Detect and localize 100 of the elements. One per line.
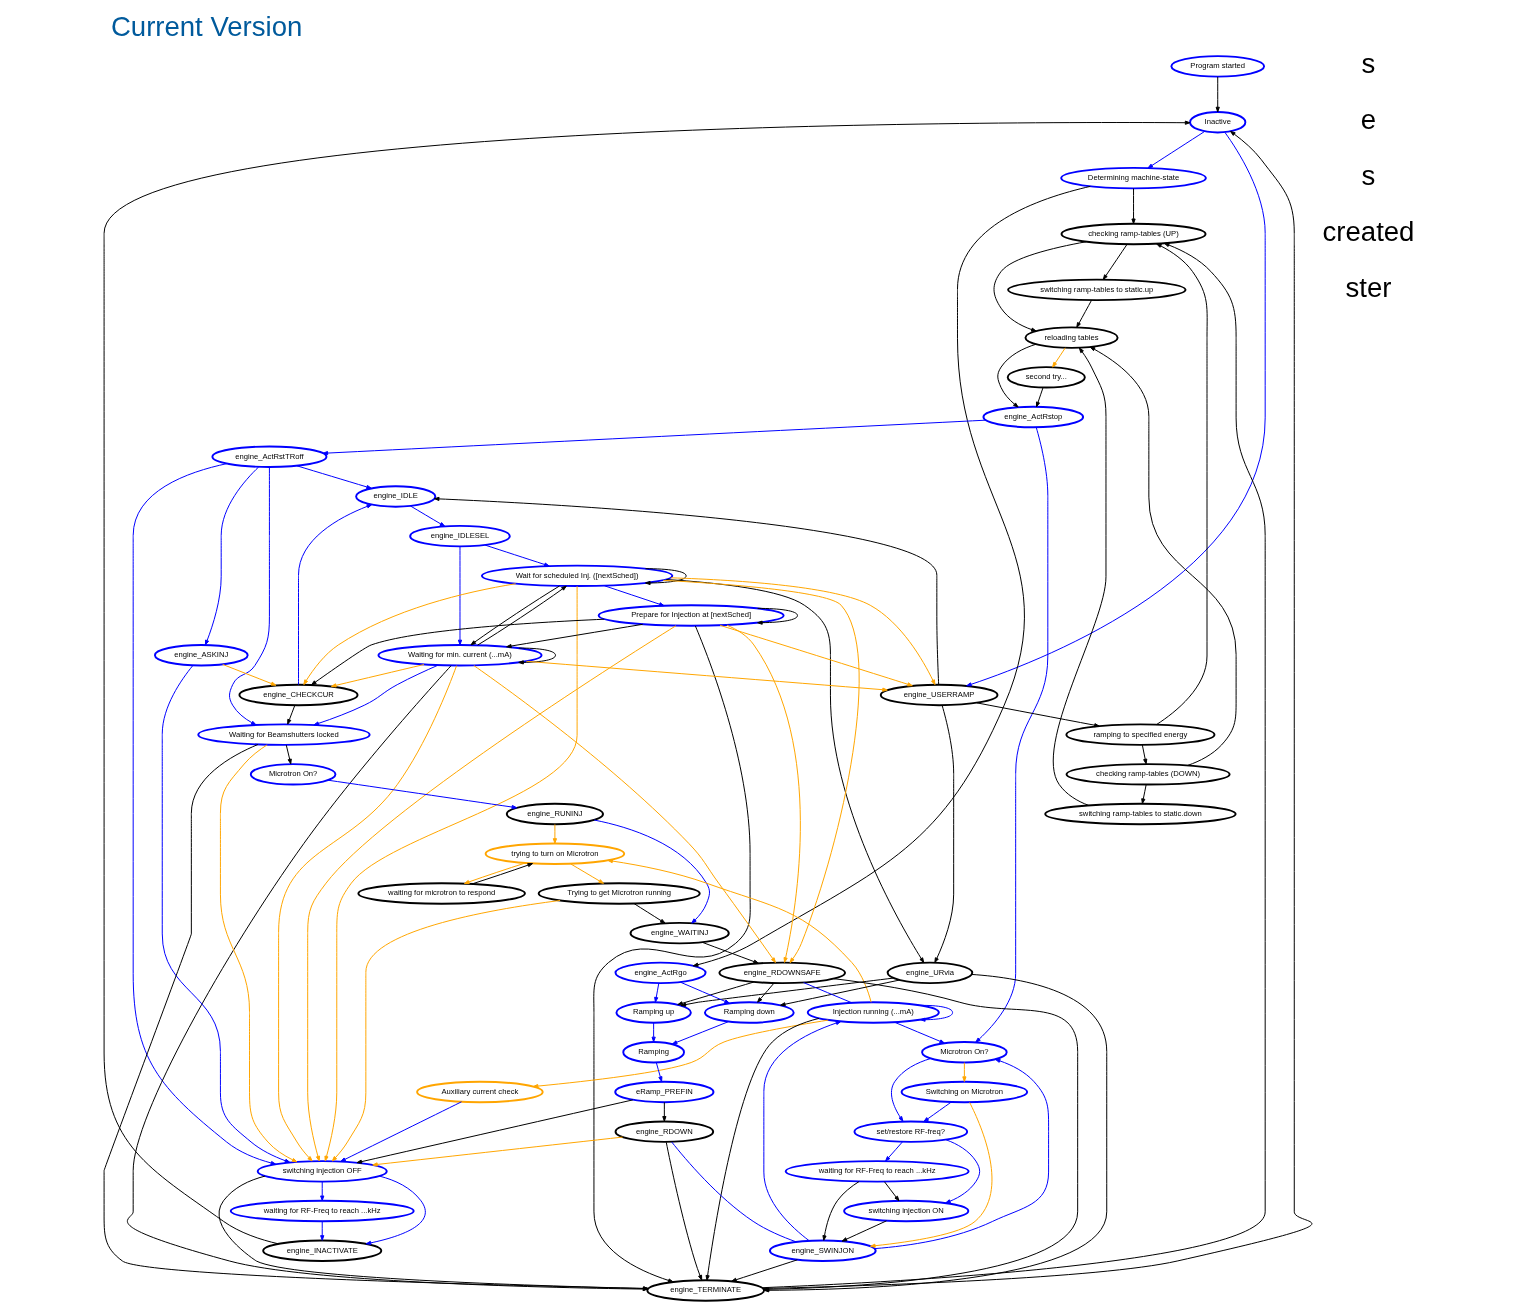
- arrow: [219, 744, 297, 1163]
- arrow: [525, 660, 888, 692]
- arrow: [961, 1062, 966, 1082]
- arrow: [306, 625, 676, 1162]
- arrow: [295, 465, 372, 490]
- label: created: [1322, 215, 1414, 247]
- arrow: [655, 1062, 662, 1082]
- arrow: [996, 343, 1037, 408]
- arrow: [662, 579, 859, 964]
- label: s: [1361, 159, 1375, 191]
- arrow: [692, 185, 1091, 967]
- arrow: [532, 1019, 829, 1089]
- arrow: [873, 1058, 1049, 1250]
- arrow: [277, 665, 457, 1162]
- diagram-title: Current Version: [110, 11, 302, 43]
- node-ellipse: engine_ASKINJ: [153, 644, 249, 667]
- arrow: [841, 1220, 887, 1242]
- arrow: [762, 130, 1312, 1289]
- arrow: [285, 744, 292, 765]
- arrow: [1051, 347, 1066, 368]
- arrow: [671, 1021, 729, 1045]
- arrow: [653, 982, 659, 1003]
- node-ellipse: Program started: [1169, 55, 1265, 78]
- node-ellipse: switching ramp-tables to static.up: [1006, 278, 1186, 302]
- arrow: [310, 618, 605, 686]
- arrow: [552, 823, 557, 844]
- arrow: [1102, 243, 1127, 280]
- arrow: [680, 977, 894, 1007]
- arrow: [603, 585, 665, 607]
- arrow: [676, 981, 754, 1006]
- arrow: [730, 1259, 798, 1282]
- arrow: [606, 858, 872, 1003]
- arrow: [484, 544, 550, 567]
- arrow: [1035, 387, 1043, 408]
- node-ellipse: engine_RDOWN: [614, 1120, 714, 1143]
- arrow: [965, 131, 1266, 687]
- node-ellipse: Auxiliary current check: [415, 1080, 544, 1104]
- arrow: [665, 1141, 702, 1281]
- node-ellipse: waiting for microtron to respond: [356, 882, 526, 905]
- arrow: [761, 242, 1266, 1289]
- arrow: [161, 665, 290, 1163]
- arrow: [409, 505, 445, 527]
- arrow: [569, 863, 604, 884]
- arrow: [322, 419, 986, 456]
- arrow: [103, 120, 1190, 1245]
- node-ellipse: eRamp_PREFIN: [613, 1080, 714, 1104]
- arrow: [993, 241, 1086, 332]
- arrow: [1140, 784, 1147, 804]
- node-ellipse: set/restore RF-freq?: [853, 1120, 968, 1143]
- arrow: [312, 664, 438, 726]
- arrow: [1147, 131, 1205, 169]
- arrow: [679, 981, 730, 1004]
- arrow: [975, 702, 1100, 728]
- arrow: [756, 607, 798, 625]
- arrow: [719, 624, 913, 687]
- arrow: [356, 1099, 633, 1164]
- arrow: [701, 941, 759, 964]
- arrow: [365, 1175, 426, 1245]
- arrow: [517, 647, 556, 665]
- arrow: [319, 1181, 324, 1202]
- arrow: [651, 1022, 656, 1043]
- node-ellipse: Trying to get Microtron running: [537, 882, 701, 905]
- arrow: [228, 466, 270, 726]
- arrow: [944, 1139, 980, 1204]
- arrow: [922, 1101, 952, 1123]
- arrow: [933, 704, 954, 964]
- arrow: [762, 1020, 841, 1242]
- arrow: [457, 546, 462, 646]
- arrow: [471, 863, 533, 885]
- node-ellipse: Switching on Microtron: [900, 1080, 1028, 1104]
- arrow: [633, 903, 666, 924]
- arrow: [919, 1004, 953, 1022]
- arrow: [339, 1101, 462, 1162]
- arrow: [725, 624, 801, 963]
- arrow: [319, 1220, 324, 1241]
- node-ellipse: waiting for RF-Freq to reach ...kHz: [784, 1160, 970, 1183]
- node-ellipse: engine_URvia: [886, 961, 973, 985]
- arrow: [669, 577, 935, 686]
- arrow: [371, 1136, 623, 1167]
- arrow: [286, 704, 295, 725]
- arrow: [331, 899, 561, 1162]
- node-ellipse: checking ramp-tables (DOWN): [1065, 763, 1231, 786]
- arrow: [756, 982, 775, 1003]
- connector: [670, 1141, 797, 1243]
- label: s: [1361, 48, 1375, 80]
- arrow: [592, 625, 751, 1283]
- arrow: [472, 665, 776, 963]
- arrow: [890, 1058, 931, 1122]
- arrow: [665, 579, 924, 963]
- node-ellipse: Microtron On?: [249, 763, 336, 786]
- arrow: [974, 427, 1048, 1043]
- arrow: [505, 623, 643, 649]
- arrow: [705, 1017, 820, 1281]
- arrow: [463, 862, 526, 884]
- arrow: [644, 568, 687, 586]
- arrow: [132, 463, 276, 1166]
- arrow: [884, 1141, 903, 1162]
- arrow: [883, 1181, 899, 1202]
- node-ellipse: engine_WAITINJ: [629, 921, 730, 945]
- arrow: [323, 585, 578, 1162]
